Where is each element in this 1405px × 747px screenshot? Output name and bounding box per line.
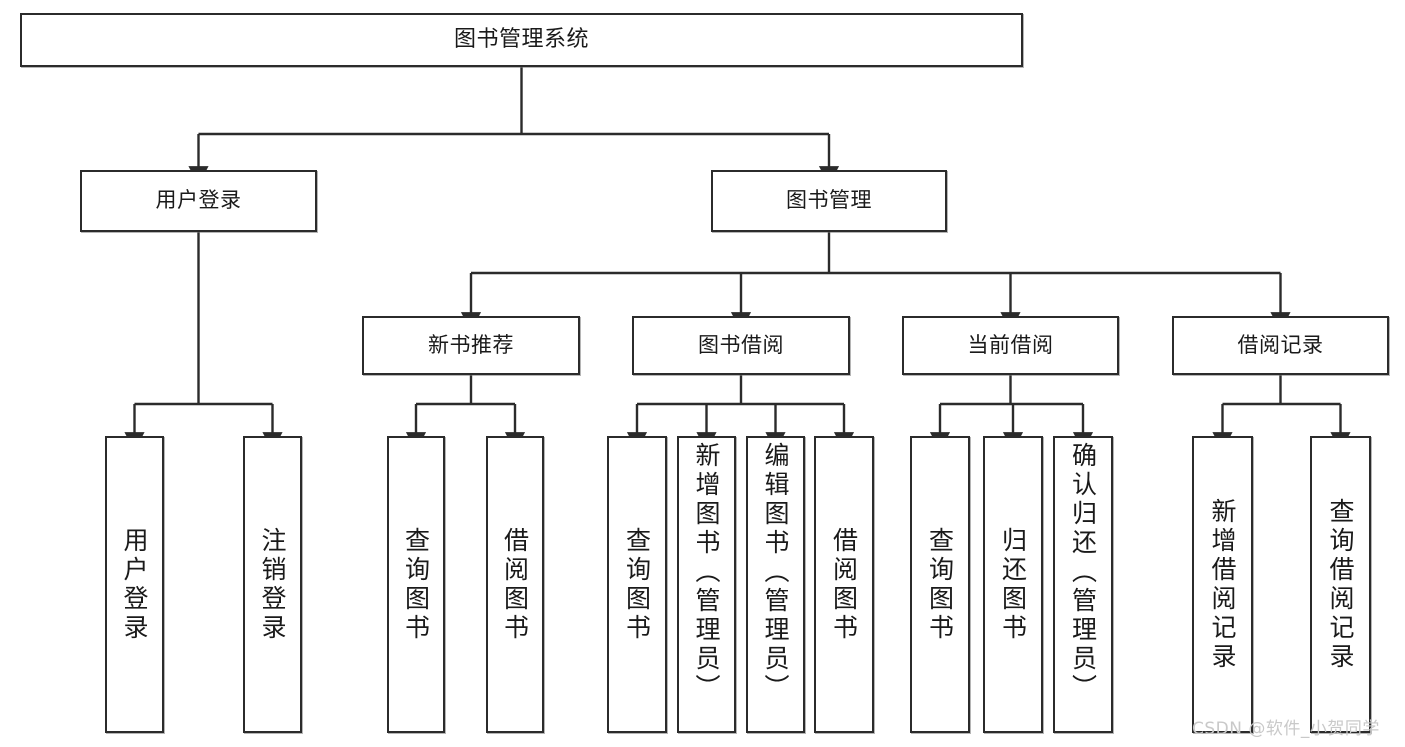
node-leaf-user-logout[interactable]: 注销登录 xyxy=(243,436,302,733)
node-label: 图书借阅 xyxy=(698,332,784,357)
node-label: 归还图书 xyxy=(998,526,1028,643)
node-label: 用户登录 xyxy=(120,526,149,643)
node-label: 查询图书 xyxy=(925,526,955,643)
edge-layer xyxy=(124,67,1351,452)
node-label: 查询借阅记录 xyxy=(1326,497,1355,672)
node-label: 新增图书（管理员） xyxy=(692,442,721,703)
node-borrow[interactable]: 图书借阅 xyxy=(632,316,850,375)
node-leaf-bo-query[interactable]: 查询图书 xyxy=(607,436,667,733)
node-leaf-bo-add[interactable]: 新增图书（管理员） xyxy=(677,436,736,733)
node-label: 图书管理 xyxy=(786,188,872,213)
node-leaf-cu-query[interactable]: 查询图书 xyxy=(910,436,970,733)
node-label: 新书推荐 xyxy=(428,332,514,357)
node-root[interactable]: 图书管理系统 xyxy=(20,13,1023,67)
node-leaf-user-login[interactable]: 用户登录 xyxy=(105,436,164,733)
node-bookmgmt[interactable]: 图书管理 xyxy=(711,170,947,232)
node-label: 当前借阅 xyxy=(967,332,1054,357)
node-leaf-bo-lend[interactable]: 借阅图书 xyxy=(814,436,874,733)
node-label: 注销登录 xyxy=(258,526,287,643)
node-label: 新增借阅记录 xyxy=(1208,497,1237,672)
node-leaf-cu-return[interactable]: 归还图书 xyxy=(983,436,1043,733)
node-label: 编辑图书（管理员） xyxy=(761,442,790,703)
node-label: 用户登录 xyxy=(155,188,242,213)
node-current[interactable]: 当前借阅 xyxy=(902,316,1119,375)
node-leaf-cu-confirm[interactable]: 确认归还（管理员） xyxy=(1053,436,1113,733)
node-label: 借阅图书 xyxy=(829,526,859,643)
node-label: 确认归还（管理员） xyxy=(1068,442,1098,703)
node-label: 借阅记录 xyxy=(1237,332,1324,357)
node-leaf-nb-borrow[interactable]: 借阅图书 xyxy=(486,436,544,733)
node-label: 查询图书 xyxy=(401,526,431,643)
node-records[interactable]: 借阅记录 xyxy=(1172,316,1389,375)
node-label: 图书管理系统 xyxy=(453,26,589,52)
csdn-watermark: CSDN @软件_小贺同学 xyxy=(1192,719,1380,739)
node-leaf-bo-edit[interactable]: 编辑图书（管理员） xyxy=(746,436,805,733)
node-leaf-re-query[interactable]: 查询借阅记录 xyxy=(1310,436,1371,733)
node-label: 查询图书 xyxy=(622,526,652,643)
node-leaf-re-add[interactable]: 新增借阅记录 xyxy=(1192,436,1253,733)
node-login[interactable]: 用户登录 xyxy=(80,170,317,232)
node-leaf-nb-query[interactable]: 查询图书 xyxy=(387,436,445,733)
node-newbooks[interactable]: 新书推荐 xyxy=(362,316,580,375)
node-label: 借阅图书 xyxy=(500,526,530,643)
